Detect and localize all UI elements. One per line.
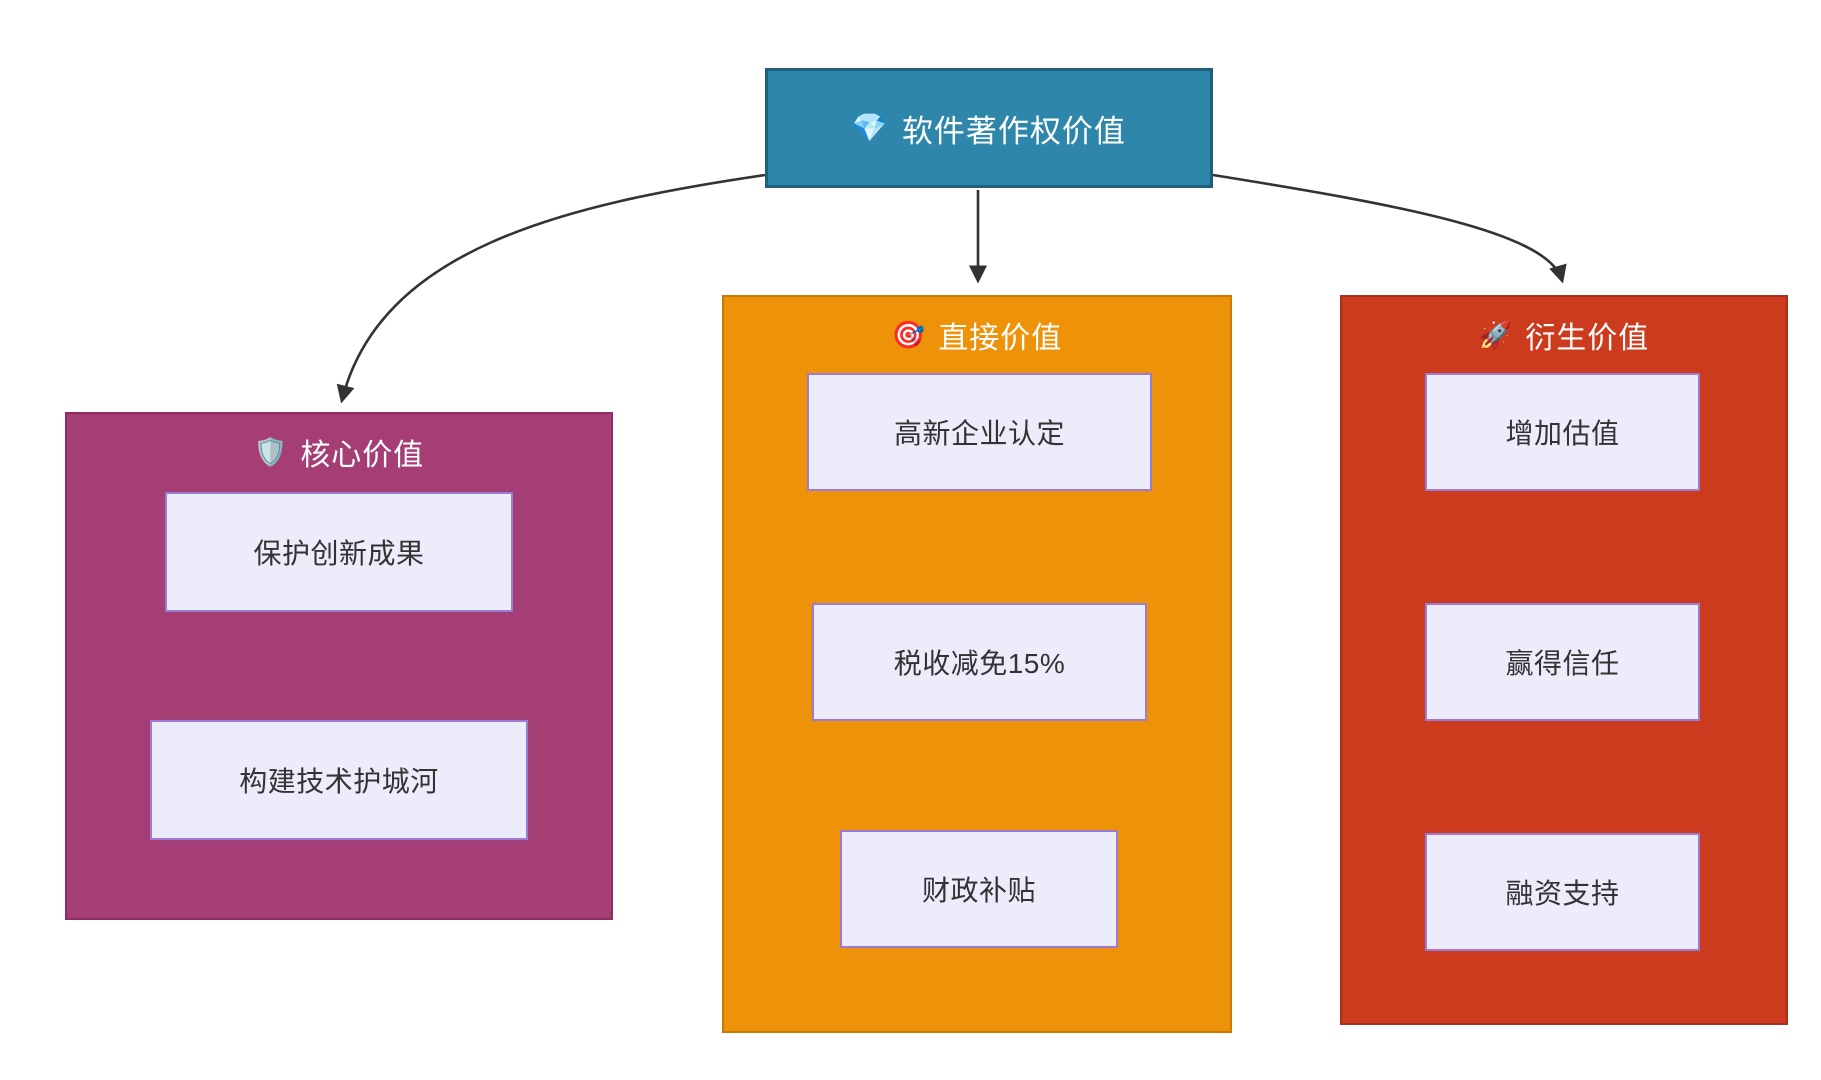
cluster-direct-value-label: 直接价值 [938, 322, 1063, 355]
shield-icon: 🛡️ [253, 436, 289, 467]
leaf-win-trust[interactable]: 赢得信任 [1425, 603, 1700, 721]
edge-root-to-core-value [336, 173, 766, 404]
leaf-label: 高新企业认定 [893, 418, 1065, 449]
leaf-label: 保护创新成果 [253, 538, 425, 569]
cluster-derived-value-label: 衍生价值 [1525, 322, 1650, 355]
leaf-label: 构建技术护城河 [239, 766, 439, 797]
rocket-icon: 🚀 [1478, 319, 1514, 350]
cluster-derived-value-title: 🚀 衍生价值 [1342, 313, 1786, 357]
cluster-core-value-title: 🛡️ 核心价值 [67, 430, 611, 474]
leaf-label: 增加估值 [1505, 418, 1620, 449]
leaf-label: 赢得信任 [1505, 648, 1620, 679]
leaf-tech-moat[interactable]: 构建技术护城河 [150, 720, 528, 840]
cluster-core-value-label: 核心价值 [300, 439, 425, 472]
edge-root-to-derived-value [1212, 173, 1567, 284]
cluster-core-value[interactable]: 🛡️ 核心价值 [65, 412, 613, 920]
leaf-label: 税收减免15% [893, 648, 1066, 679]
gem-stone-icon: 💎 [852, 112, 888, 143]
leaf-tax-reduction[interactable]: 税收减免15% [812, 603, 1147, 721]
root-node-label: 软件著作权价值 [901, 113, 1126, 149]
leaf-label: 财政补贴 [921, 875, 1036, 906]
target-icon: 🎯 [891, 319, 927, 350]
leaf-increase-valuation[interactable]: 增加估值 [1425, 373, 1700, 491]
root-node[interactable]: 💎 软件著作权价值 [765, 68, 1213, 188]
leaf-hi-tech-certification[interactable]: 高新企业认定 [807, 373, 1152, 491]
leaf-label: 融资支持 [1505, 878, 1620, 909]
leaf-protect-innovation[interactable]: 保护创新成果 [165, 492, 513, 612]
leaf-financing-support[interactable]: 融资支持 [1425, 833, 1700, 951]
leaf-fiscal-subsidy[interactable]: 财政补贴 [840, 830, 1118, 948]
cluster-direct-value-title: 🎯 直接价值 [724, 313, 1230, 357]
